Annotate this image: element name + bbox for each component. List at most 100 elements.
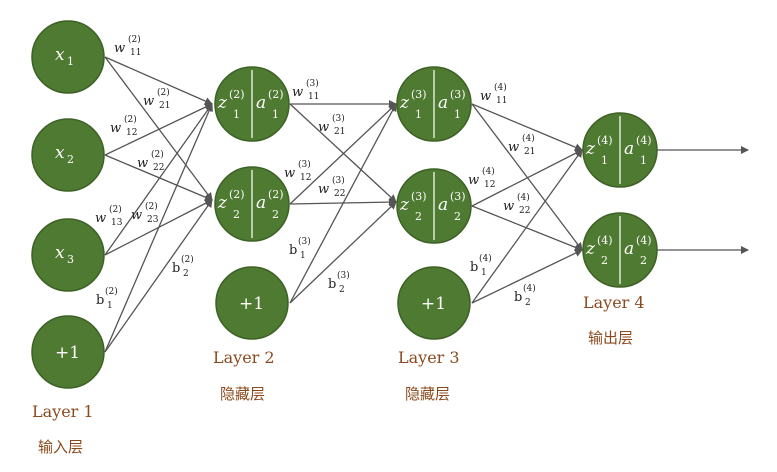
svg-text:w: w [318, 120, 329, 135]
svg-text:(2): (2) [109, 204, 122, 215]
output-arrows [657, 146, 749, 254]
svg-text:(4): (4) [482, 166, 495, 177]
svg-text:1: 1 [601, 154, 608, 167]
bias-b1-4: b(4)1 [470, 253, 492, 278]
weight-w11-3: w(3)11 [292, 78, 319, 102]
svg-text:(3): (3) [298, 236, 311, 247]
svg-text:1: 1 [233, 108, 240, 121]
node-layer3-unit2: z (3) 2 a (3) 2 [396, 168, 472, 244]
svg-text:23: 23 [147, 215, 159, 225]
svg-text:(4): (4) [494, 82, 507, 93]
svg-text:+1: +1 [239, 294, 264, 314]
svg-text:11: 11 [496, 96, 507, 106]
svg-text:2: 2 [67, 153, 74, 166]
svg-text:(2): (2) [151, 149, 164, 160]
svg-text:(4): (4) [479, 253, 492, 264]
svg-text:12: 12 [300, 173, 311, 183]
svg-text:a: a [624, 139, 634, 159]
weight-w22-2: w(2)22 [137, 149, 164, 173]
svg-text:21: 21 [524, 147, 535, 157]
bias-b2-4: b(4)2 [514, 283, 536, 308]
svg-text:w: w [292, 85, 303, 100]
svg-text:b: b [96, 293, 104, 308]
layer3-name: 隐藏层 [405, 385, 450, 403]
svg-text:b: b [514, 290, 522, 305]
svg-text:21: 21 [159, 101, 170, 111]
weight-w13-2: w(2)13 [95, 204, 123, 228]
svg-text:(2): (2) [105, 286, 118, 297]
svg-text:22: 22 [334, 189, 345, 199]
layer1-title: Layer 1 [32, 402, 94, 421]
weights-layer4: w(4)11 w(4)21 w(4)12 w(4)22 b(4)1 b(4)2 [468, 82, 536, 308]
node-layer2-unit2: z (2) 2 a (2) 2 [214, 166, 290, 242]
svg-text:+1: +1 [55, 343, 80, 363]
svg-text:3: 3 [67, 253, 74, 266]
svg-text:(2): (2) [229, 88, 245, 101]
bias-b1-2: b(2) 1 [96, 286, 118, 311]
svg-text:w: w [114, 41, 125, 56]
weight-w21-3: w(3) 21 [318, 113, 345, 137]
svg-text:2: 2 [339, 285, 345, 295]
weight-w12-3: w(3)12 [284, 159, 311, 183]
svg-text:a: a [256, 193, 266, 213]
svg-text:21: 21 [334, 127, 345, 137]
svg-text:1: 1 [415, 108, 422, 121]
layer2-title: Layer 2 [213, 348, 275, 367]
bias-b2-2: b(2)2 [172, 254, 194, 279]
node-x2: x 2 [31, 118, 105, 192]
svg-text:a: a [624, 239, 634, 259]
svg-text:(2): (2) [145, 201, 158, 212]
svg-text:(3): (3) [332, 113, 345, 124]
svg-text:w: w [284, 166, 295, 181]
svg-text:(3): (3) [332, 175, 345, 186]
weight-w12-4: w(4)12 [468, 166, 495, 190]
svg-text:(4): (4) [597, 234, 613, 247]
svg-text:z: z [217, 193, 228, 213]
svg-text:(4): (4) [517, 192, 530, 203]
svg-text:(4): (4) [636, 234, 652, 247]
svg-text:w: w [318, 182, 329, 197]
svg-text:w: w [508, 140, 519, 155]
svg-text:a: a [438, 93, 448, 113]
svg-text:b: b [328, 277, 336, 292]
svg-text:(2): (2) [229, 188, 245, 201]
edges-layer1-to-layer2 [104, 56, 213, 353]
svg-text:2: 2 [640, 254, 647, 267]
node-layer4-unit2: z (4) 2 a (4) 2 [582, 212, 658, 288]
node-layer3-unit1: z (3) 1 a (3) 1 [396, 66, 472, 142]
weights-layer2: w(2)11 w(2)21 w(2)12 w(2)22 w(2)13 w(2)2… [95, 34, 194, 311]
svg-text:1: 1 [640, 154, 647, 167]
svg-text:w: w [110, 121, 121, 136]
svg-text:(2): (2) [268, 88, 284, 101]
weight-w21-4: w(4)21 [508, 133, 535, 157]
node-bias-layer1: +1 [31, 315, 105, 389]
svg-text:(3): (3) [411, 190, 427, 203]
node-bias-layer3: +1 [397, 266, 471, 340]
svg-text:1: 1 [300, 251, 306, 261]
svg-text:1: 1 [107, 301, 113, 311]
svg-text:w: w [480, 89, 491, 104]
weight-w12-2: w(2)12 [110, 114, 137, 138]
svg-text:(4): (4) [636, 134, 652, 147]
svg-text:12: 12 [126, 128, 137, 138]
svg-text:z: z [585, 239, 596, 259]
svg-text:22: 22 [519, 206, 530, 216]
svg-text:(3): (3) [450, 88, 466, 101]
svg-text:z: z [217, 93, 228, 113]
svg-text:x: x [55, 243, 65, 263]
svg-text:(2): (2) [128, 34, 141, 45]
edges-layer2-to-layer3 [289, 100, 397, 304]
node-layer2-unit1: z (2) 1 a (2) 1 [214, 66, 290, 142]
node-layer4-unit1: z (4) 1 a (4) 1 [582, 112, 658, 188]
svg-text:b: b [470, 260, 478, 275]
svg-text:(3): (3) [411, 88, 427, 101]
svg-text:1: 1 [67, 55, 74, 68]
svg-text:w: w [143, 94, 154, 109]
svg-text:b: b [289, 243, 297, 258]
svg-text:1: 1 [272, 108, 279, 121]
svg-text:11: 11 [130, 48, 141, 58]
weights-layer3: w(3)11 w(3)21 w(3)12 w(3)22 b(3)1 b(3)2 [284, 78, 350, 295]
weight-w23-2: w(2)23 [131, 201, 159, 225]
svg-text:(3): (3) [306, 78, 319, 89]
